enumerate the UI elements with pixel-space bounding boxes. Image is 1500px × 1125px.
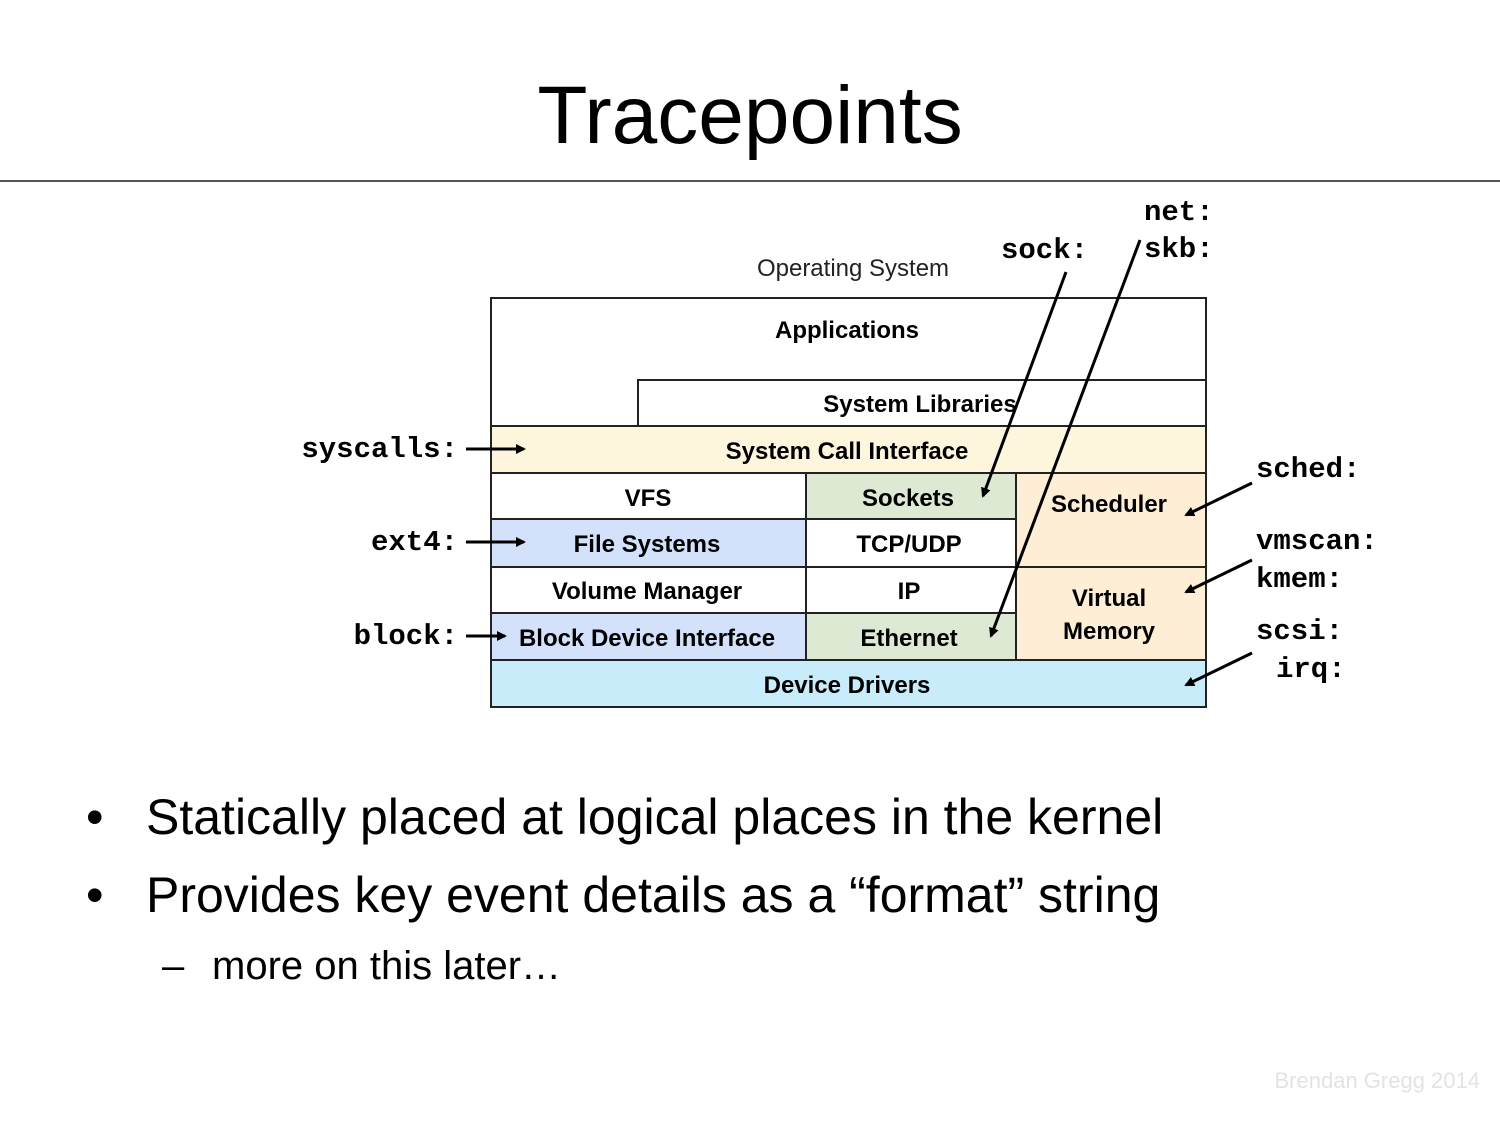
tracepoint-net-skb-arrow	[989, 239, 1142, 638]
bullet-marker: •	[86, 789, 104, 845]
tracepoint-irq-label: irq:	[1276, 653, 1346, 686]
tracepoint-kmem-label: kmem:	[1256, 563, 1343, 596]
os-caption: Operating System	[757, 255, 949, 282]
layer-ethernet	[805, 612, 1017, 661]
title-divider	[0, 180, 1500, 182]
layer-vfs-label: VFS	[625, 485, 672, 512]
layer-file-systems-label: File Systems	[574, 531, 721, 558]
layer-virtual-memory-label-line2: Memory	[1063, 618, 1156, 645]
footer-credit: Brendan Gregg 2014	[1274, 1068, 1481, 1093]
layer-system-libraries	[637, 379, 1207, 427]
bullet-text: Statically placed at logical places in t…	[146, 789, 1164, 845]
tracepoint-sched-arrow	[1184, 481, 1253, 517]
tracepoint-skb-label: skb:	[1144, 233, 1214, 266]
tracepoint-ext4-label: ext4:	[371, 526, 458, 559]
layer-applications-label: Applications	[775, 317, 919, 344]
tracepoint-sock-label: sock:	[1001, 234, 1088, 267]
bullet-marker: •	[86, 867, 104, 923]
tracepoint-sock-arrow	[981, 271, 1068, 498]
tracepoint-syscalls-label: syscalls:	[301, 433, 458, 466]
tracepoint-net-label: net:	[1144, 196, 1214, 229]
layer-vfs	[490, 472, 807, 520]
layer-system-libraries-label: System Libraries	[823, 391, 1016, 418]
layer-volume-manager-label: Volume Manager	[552, 578, 742, 605]
layer-ip-label: IP	[898, 578, 921, 605]
bullet-text: Provides key event details as a “format”…	[146, 867, 1161, 923]
layer-ethernet-label: Ethernet	[860, 625, 957, 652]
tracepoint-block-label: block:	[354, 620, 458, 653]
layer-virtual-memory-label-line1: Virtual	[1072, 585, 1146, 612]
layer-scheduler	[1015, 472, 1207, 568]
tracepoint-scsi-label: scsi:	[1256, 615, 1343, 648]
tracepoint-scsi-irq-arrow	[1184, 651, 1253, 687]
tracepoint-vmscan-kmem-arrow	[1184, 558, 1253, 594]
layer-device-drivers	[490, 659, 1207, 708]
layer-device-drivers-label: Device Drivers	[764, 672, 931, 699]
layer-system-call-interface-label: System Call Interface	[726, 438, 969, 465]
kernel-tracepoints-diagram: Operating System Applications System Lib…	[301, 196, 1378, 708]
layer-ip	[805, 566, 1017, 614]
layer-scheduler-label: Scheduler	[1051, 491, 1167, 518]
tracepoint-sched-label: sched:	[1256, 453, 1360, 486]
tracepoint-vmscan-label: vmscan:	[1256, 525, 1378, 558]
layer-file-systems	[490, 518, 807, 568]
slide-title: Tracepoints	[537, 70, 963, 161]
layer-system-call-interface	[490, 425, 1207, 474]
sub-bullet-text: more on this later…	[212, 944, 562, 988]
layer-sockets-label: Sockets	[862, 485, 954, 512]
layer-tcp-udp-label: TCP/UDP	[856, 531, 961, 558]
layer-virtual-memory	[1015, 566, 1207, 661]
layer-block-device-interface-label: Block Device Interface	[519, 625, 775, 652]
sub-bullet-marker: –	[162, 944, 185, 988]
